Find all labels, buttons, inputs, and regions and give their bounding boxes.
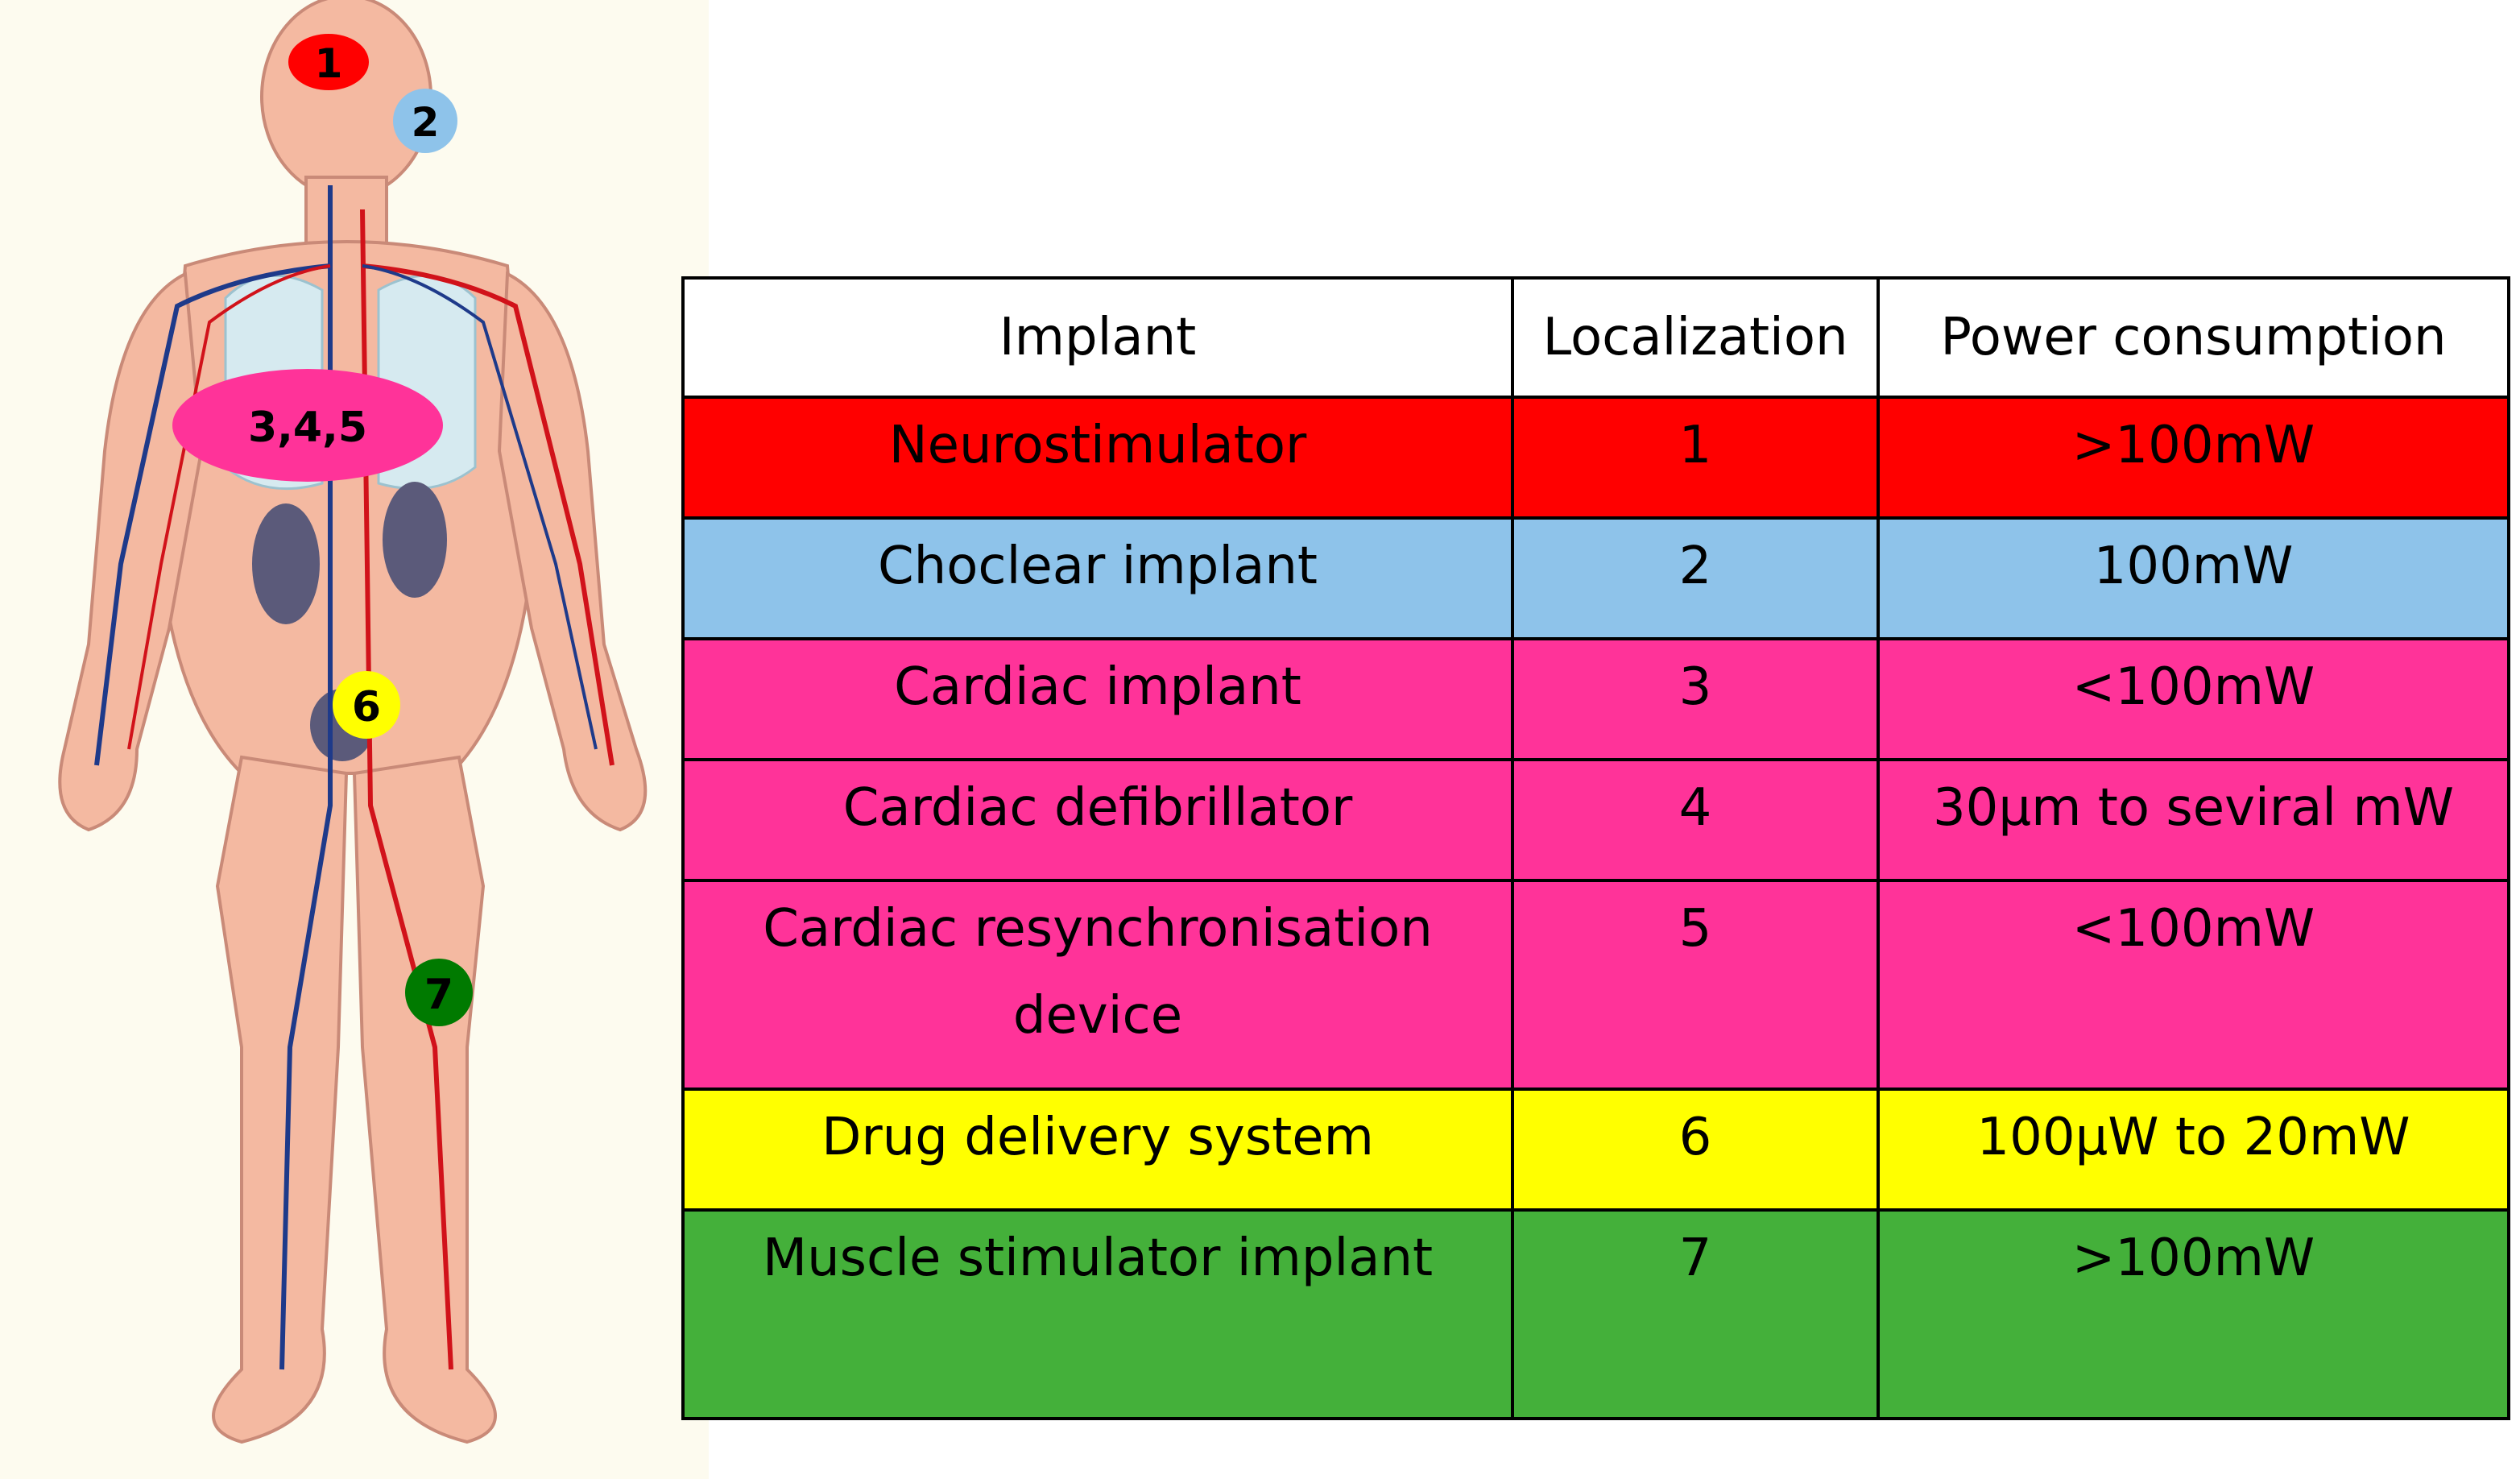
cell-localization: 6	[1511, 1088, 1880, 1212]
cell-localization: 2	[1511, 516, 1880, 640]
table-header-row: Implant Localization Power consumption	[681, 276, 2510, 399]
cell-implant: Choclear implant	[681, 516, 1514, 640]
table-row: Cardiac resynchronisation device 5 <100m…	[681, 879, 2510, 1091]
cell-localization: 4	[1511, 758, 1880, 882]
marker-7-label: 7	[424, 971, 453, 1019]
cell-implant: Drug delivery system	[681, 1088, 1514, 1212]
marker-3-4-5-label: 3,4,5	[248, 404, 367, 452]
cell-power: 30µm to seviral mW	[1877, 758, 2510, 882]
cell-power: <100mW	[1877, 879, 2510, 1091]
marker-1: 1	[288, 34, 369, 90]
marker-1-label: 1	[315, 40, 343, 87]
marker-2-label: 2	[412, 99, 440, 146]
cell-implant: Cardiac defibrillator	[681, 758, 1514, 882]
table-row: Cardiac implant 3 <100mW	[681, 637, 2510, 761]
body-silhouette	[58, 0, 648, 1444]
table-row: Cardiac defibrillator 4 30µm to seviral …	[681, 758, 2510, 882]
cell-localization: 3	[1511, 637, 1880, 761]
header-implant: Implant	[681, 276, 1514, 399]
marker-7: 7	[405, 959, 473, 1026]
header-power-consumption: Power consumption	[1877, 276, 2510, 399]
cell-localization: 5	[1511, 879, 1880, 1091]
kidneys	[252, 482, 447, 624]
table-row: Choclear implant 2 100mW	[681, 516, 2510, 640]
body-illustration: 1 2 3,4,5 6 7	[58, 0, 648, 1444]
marker-2: 2	[393, 89, 457, 153]
cell-localization: 1	[1511, 396, 1880, 520]
cell-power: >100mW	[1877, 396, 2510, 520]
header-localization: Localization	[1511, 276, 1880, 399]
cell-implant: Neurostimulator	[681, 396, 1514, 520]
table-row: Drug delivery system 6 100µW to 20mW	[681, 1088, 2510, 1212]
human-body-figure: 1 2 3,4,5 6 7	[0, 0, 709, 1479]
cell-implant: Cardiac implant	[681, 637, 1514, 761]
cell-power: >100mW	[1877, 1208, 2510, 1420]
cell-implant: Cardiac resynchronisation device	[681, 879, 1514, 1091]
cell-implant: Muscle stimulator implant	[681, 1208, 1514, 1420]
cell-localization: 7	[1511, 1208, 1880, 1420]
implant-table: Implant Localization Power consumption N…	[681, 276, 2510, 1420]
marker-6-label: 6	[352, 683, 381, 731]
table-row: Muscle stimulator implant 7 >100mW	[681, 1208, 2510, 1420]
marker-6: 6	[333, 671, 400, 739]
blood-vessels	[94, 185, 614, 1370]
cell-power: 100mW	[1877, 516, 2510, 640]
table-row: Neurostimulator 1 >100mW	[681, 396, 2510, 520]
marker-3-4-5: 3,4,5	[172, 369, 443, 482]
cell-power: <100mW	[1877, 637, 2510, 761]
cell-power: 100µW to 20mW	[1877, 1088, 2510, 1212]
